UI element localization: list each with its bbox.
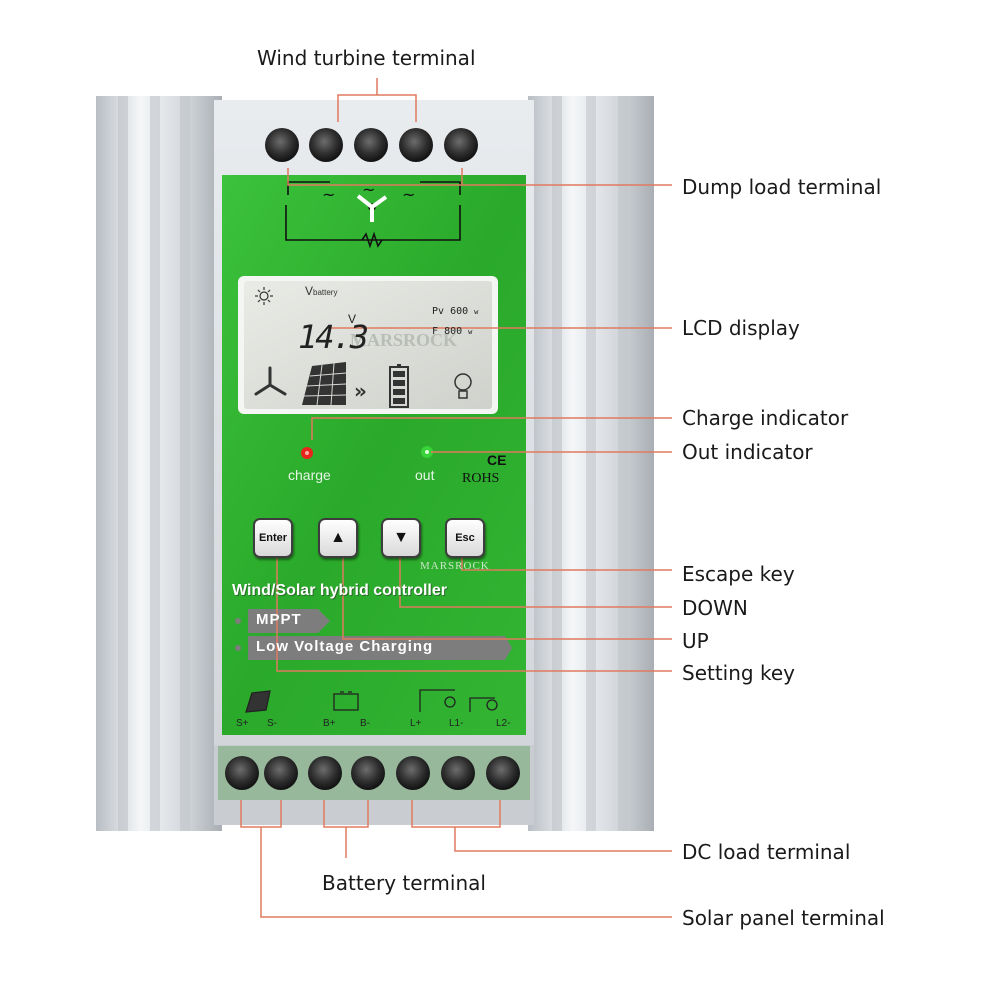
leader-setting [276,558,672,672]
terminal-label-s-plus: S+ [236,718,249,729]
load-bulb-icon [444,696,456,708]
terminal-label-b-plus: B+ [323,718,336,729]
callout-up: UP [682,629,709,653]
battery-icon [389,364,409,408]
bottom-screw [351,756,385,790]
up-button[interactable]: ▲ [318,518,358,558]
leader-dump-load [287,168,672,186]
feature-banners [235,609,512,660]
bottom-terminal-symbols [245,689,498,713]
svg-text:~: ~ [362,180,375,199]
callout-battery-terminal: Battery terminal [322,871,486,895]
product-title: Wind/Solar hybrid controller [232,582,447,599]
callout-setting-key: Setting key [682,661,795,685]
solar-icon [245,690,271,713]
load-bulb-icon [486,699,498,711]
battery-symbol-icon [333,693,359,711]
terminal-label-l1-minus: L1- [449,718,464,729]
out-led-label: out [415,467,435,483]
bottom-screw [486,756,520,790]
leader-up [342,558,672,640]
top-screw [265,128,299,162]
callout-lcd-display: LCD display [682,316,800,340]
charge-led-label: charge [288,467,331,483]
callout-solar-panel-terminal: Solar panel terminal [682,906,885,930]
top-screw [309,128,343,162]
bottom-screw [441,756,475,790]
ce-mark: CE [487,452,507,468]
charging-arrows-icon: » [354,379,367,403]
callout-escape-key: Escape key [682,562,795,586]
top-screw [354,128,388,162]
leader-down [399,558,672,608]
rohs-mark: ROHS [462,471,500,486]
leader-charge [311,417,672,440]
lcd-screen [244,281,492,409]
leader-dc-load-bracket [411,800,501,828]
callout-dump-load-terminal: Dump load terminal [682,175,882,199]
sun-icon [255,287,273,305]
top-screw [444,128,478,162]
solar-panel-icon [302,362,347,406]
svg-text:~: ~ [322,185,335,204]
top-screw [399,128,433,162]
bulb-icon [454,373,472,399]
enter-button[interactable]: Enter [253,518,293,558]
lcd-v-label: Vbattery [305,284,338,298]
terminal-label-l-plus: L+ [410,718,422,729]
bottom-terminal-block [218,746,530,800]
callout-out-indicator: Out indicator [682,440,813,464]
brand-watermark: MARSROCK [420,560,490,572]
callout-down: DOWN [682,596,748,620]
lcd-voltage-unit: V [348,312,357,326]
lcd-battery-voltage: 14.3 [298,318,369,356]
callout-dc-load-terminal: DC load terminal [682,840,851,864]
leader-solar [260,827,672,918]
svg-text:~: ~ [402,185,415,204]
esc-button[interactable]: Esc [445,518,485,558]
callout-charge-indicator: Charge indicator [682,406,849,430]
bottom-screw [225,756,259,790]
bottom-screw [264,756,298,790]
leader-dc-load [454,827,672,852]
top-terminal-block [265,128,478,162]
terminal-label-l2-minus: L2- [496,718,511,729]
lcd-pv-readout: Pv 600 w [432,306,479,317]
terminal-label-s-minus: S- [267,718,277,729]
mppt-label: MPPT [256,611,302,628]
lcd-fv-readout: F 800 w [432,326,473,337]
leader-wind-turbine-bracket [337,94,417,122]
low-voltage-label: Low Voltage Charging [256,638,434,655]
callout-wind-turbine-terminal: Wind turbine terminal [257,46,476,70]
bottom-screw [396,756,430,790]
terminal-label-b-minus: B- [360,718,370,729]
bottom-screw [308,756,342,790]
down-button[interactable]: ▼ [381,518,421,558]
wind-turbine-icon [254,366,287,396]
lcd-watermark: MARSROCK [350,330,457,350]
